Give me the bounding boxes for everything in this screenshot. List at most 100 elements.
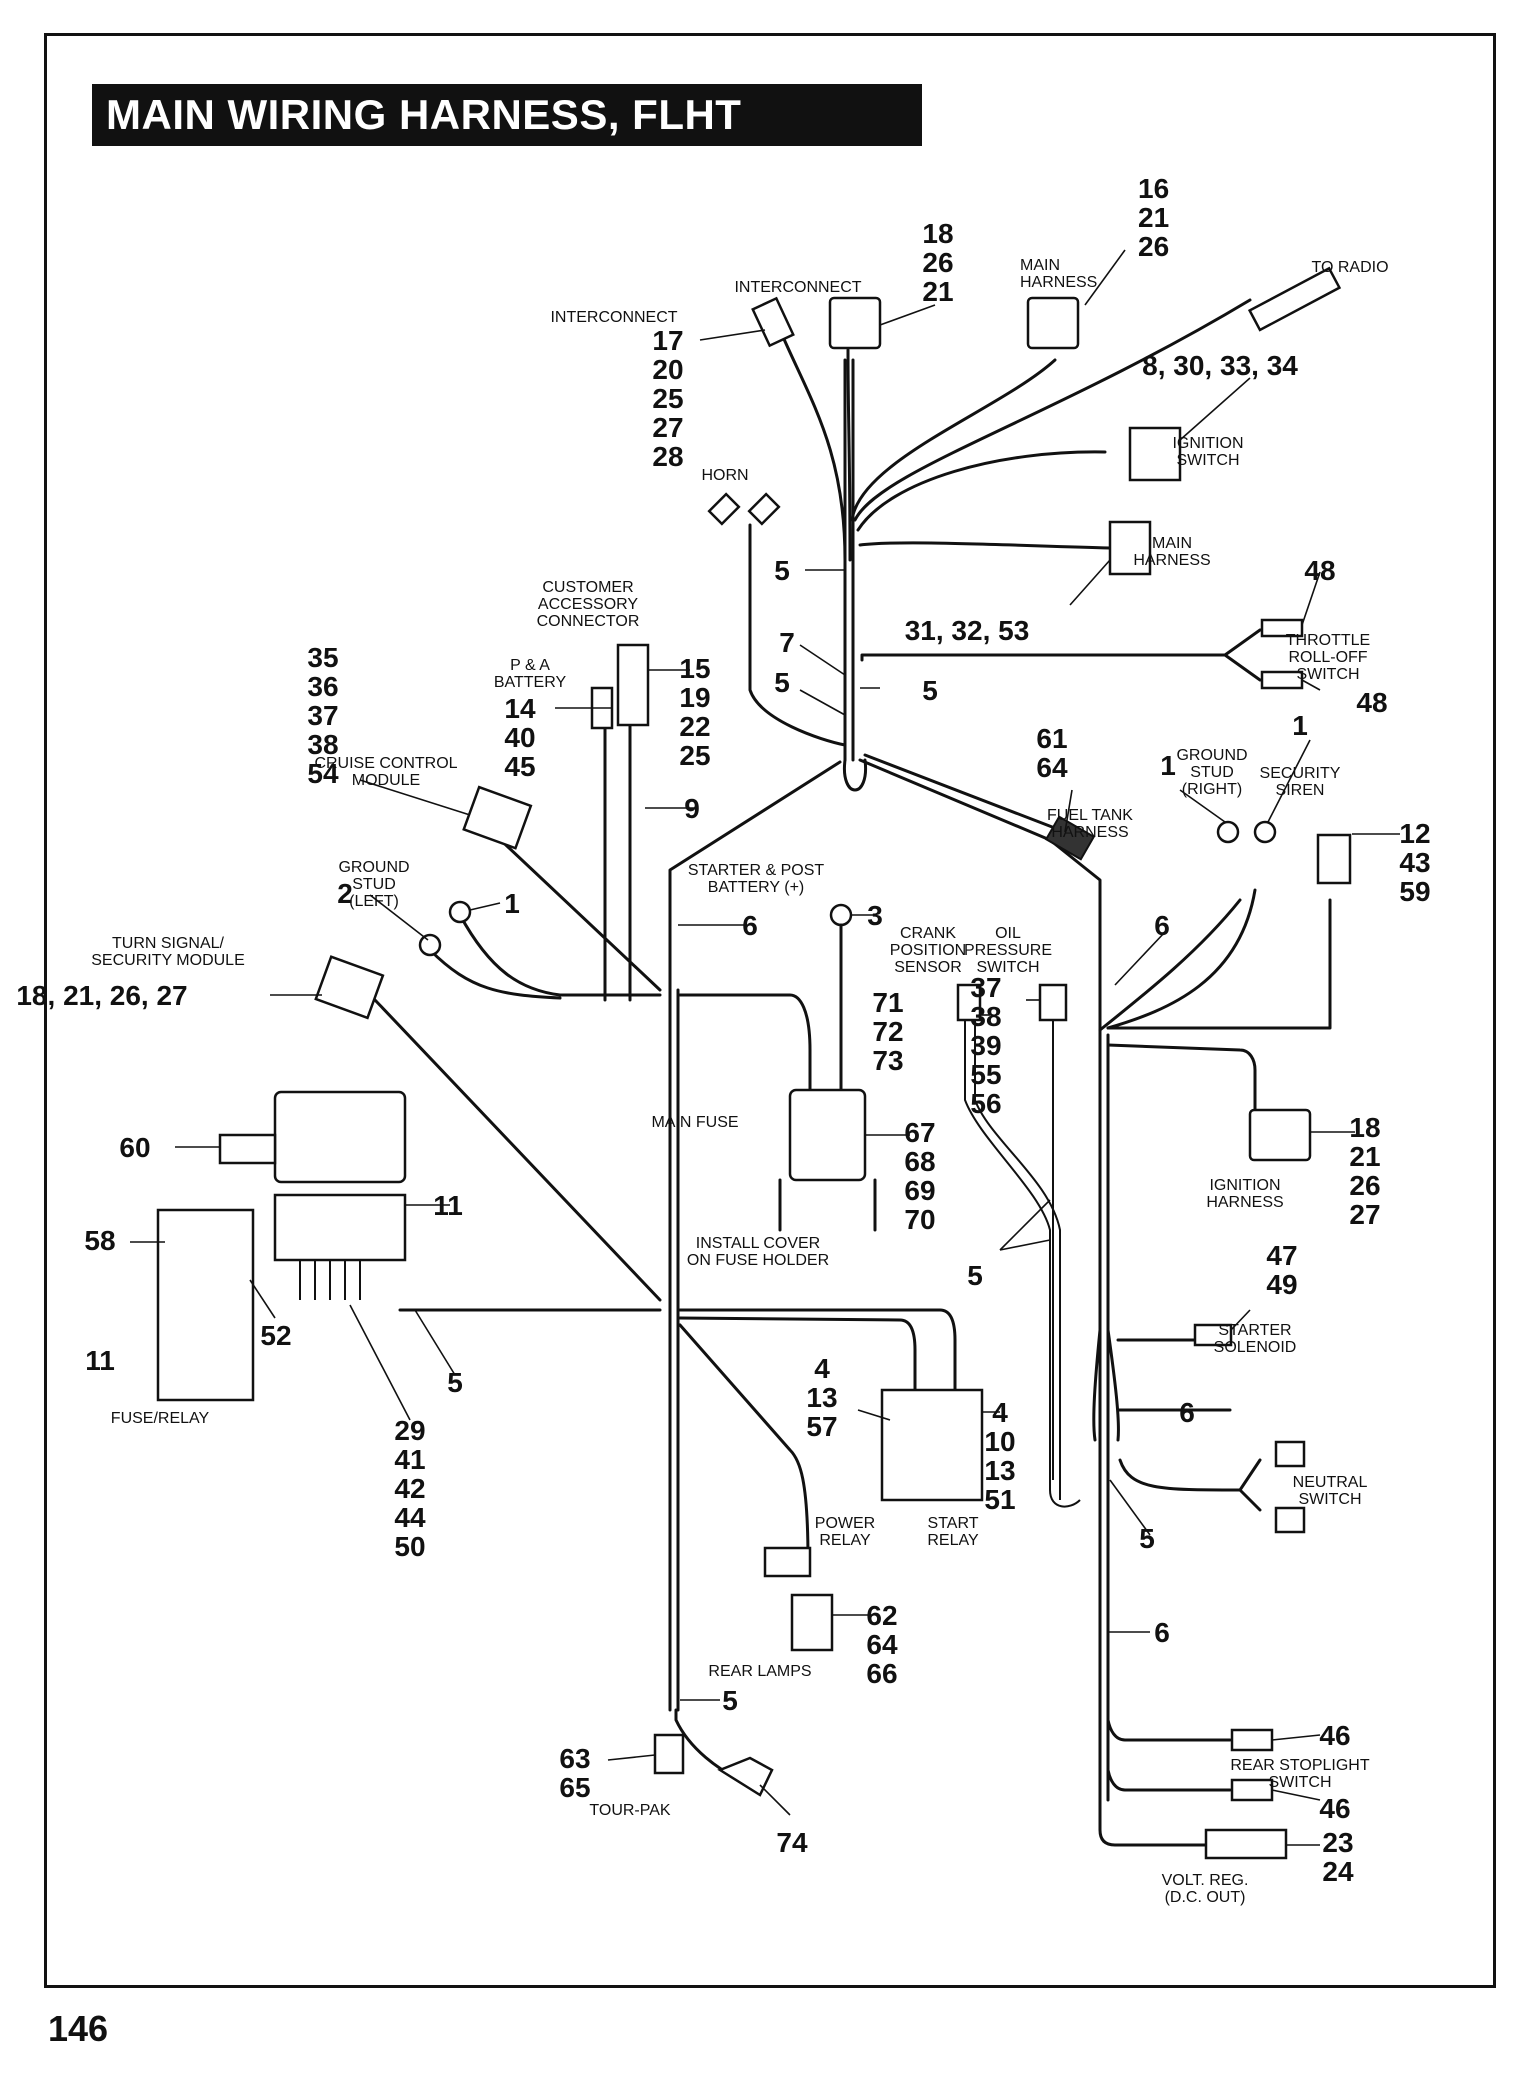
customer-accessory-connector <box>616 643 650 727</box>
ground-stud-left-b <box>418 933 442 957</box>
neutral-switch-b <box>1274 1506 1306 1534</box>
horn-terminal-a <box>707 492 741 526</box>
fuse-relay-block <box>156 1208 255 1402</box>
label-main-fuse: MAIN FUSE <box>651 1114 738 1131</box>
callout-clip-7: 7 <box>779 627 795 658</box>
ground-stud-left-a <box>448 900 472 924</box>
ignition-switch-connector <box>1128 426 1182 482</box>
module-60 <box>273 1090 407 1184</box>
callout-clip-6-lower: 6 <box>1179 1397 1195 1428</box>
callout-ground-left-1: 1 <box>504 888 520 919</box>
callout-tour-pak-74: 74 <box>776 1827 808 1858</box>
neutral-switch-a <box>1274 1440 1306 1468</box>
callout-clip-5-left: 5 <box>447 1367 463 1398</box>
ground-stud-right-a <box>1216 820 1240 844</box>
callout-ignition-switch: 8, 30, 33, 34 <box>1142 350 1298 381</box>
ignition-harness-connector <box>1248 1108 1312 1162</box>
voltage-regulator-connector <box>1204 1828 1288 1860</box>
callout-clip-5-bottom: 5 <box>722 1685 738 1716</box>
label-tour-pak: TOUR-PAK <box>589 1802 671 1819</box>
relay-block-11 <box>273 1193 407 1262</box>
callout-turn-signal: 18, 21, 26, 27 <box>16 980 187 1011</box>
tour-pak-elbow <box>717 1756 774 1797</box>
main-harness-top-connector <box>1026 296 1080 350</box>
callout-clip-9: 9 <box>684 793 700 824</box>
crank-sensor-connector <box>956 983 982 1022</box>
callout-clip-6-upper: 6 <box>742 910 758 941</box>
label-rear-lamps: REAR LAMPS <box>708 1663 811 1680</box>
page-title: MAIN WIRING HARNESS, FLHT MODELS <box>92 84 922 200</box>
callout-clip-6-right: 6 <box>1154 910 1170 941</box>
main-harness-right-connector <box>1108 520 1152 576</box>
label-interconnect-top: INTERCONNECT <box>734 279 861 296</box>
callout-ground-left-2: 2 <box>337 878 353 909</box>
callout-clip-5-upper: 5 <box>774 555 790 586</box>
power-start-relays <box>880 1388 984 1502</box>
main-fuse-holder <box>788 1088 867 1182</box>
module-60-plug <box>218 1133 277 1165</box>
callout-rear-stoplight-a: 46 <box>1319 1720 1350 1751</box>
starter-solenoid-connector <box>1193 1323 1233 1347</box>
label-turn-signal: TURN SIGNAL/SECURITY MODULE <box>91 935 245 969</box>
harness-wires <box>299 298 1332 1847</box>
rear-stoplight-connector-b <box>1230 1778 1274 1802</box>
callout-clip-11-top: 11 <box>433 1190 463 1221</box>
horn-terminal-b <box>747 492 781 526</box>
radio-connector <box>1247 266 1342 332</box>
label-volt-reg: VOLT. REG.(D.C. OUT) <box>1162 1872 1249 1906</box>
rear-lamps-connector <box>790 1593 834 1652</box>
callout-clip-5-mid-right: 5 <box>922 675 938 706</box>
callout-clip-5-neutral: 5 <box>1139 1523 1155 1554</box>
cruise-control-module <box>462 785 533 850</box>
page-frame <box>44 33 1496 1988</box>
interconnect-left-connector <box>751 296 795 348</box>
security-siren-connector <box>1316 833 1352 885</box>
turn-signal-module <box>314 955 385 1020</box>
callout-starter-post: 3 <box>867 900 883 931</box>
label-fuse-relay: FUSE/RELAY <box>111 1410 210 1427</box>
tour-pak-connector <box>653 1733 685 1775</box>
oil-pressure-switch <box>1038 983 1068 1022</box>
callout-rear-stoplight-b: 46 <box>1319 1793 1350 1824</box>
interconnect-top-connector <box>828 296 882 350</box>
callout-ground-right-b: 1 <box>1292 710 1308 741</box>
callout-throttle-lower: 48 <box>1356 687 1387 718</box>
ground-stud-right-b <box>1253 820 1277 844</box>
callout-clip-5-mid: 5 <box>774 667 790 698</box>
rear-lamps-clip <box>763 1546 812 1578</box>
label-to-radio: TO RADIO <box>1311 259 1388 276</box>
throttle-connector-a <box>1260 618 1304 638</box>
